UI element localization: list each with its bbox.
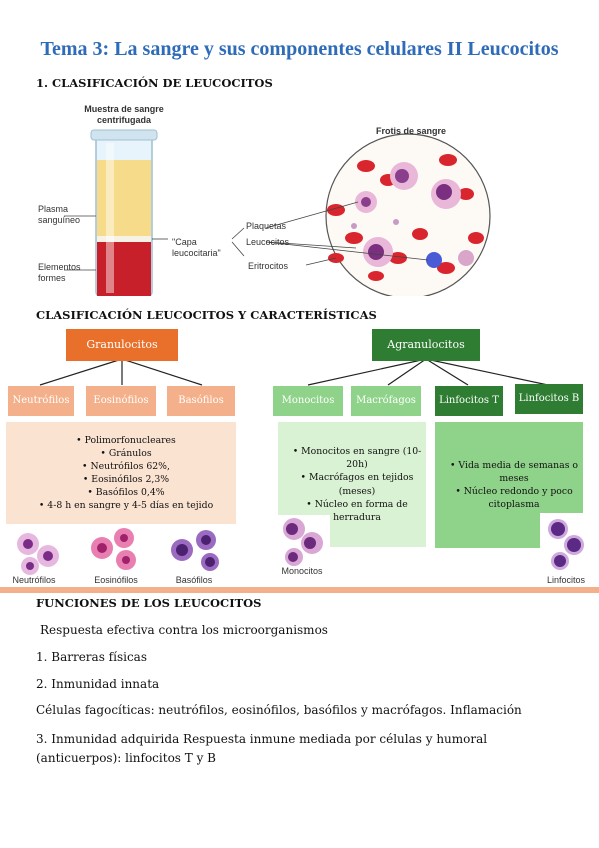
linfocitos-photos: Linfocitos: [540, 513, 588, 587]
gran-item: 4-8 h en sangre y 4-5 días en tejido: [39, 499, 213, 512]
linf-item: Vida media de semanas o meses: [449, 459, 579, 485]
funciones-p3: 2. Inmunidad innata: [36, 677, 160, 691]
gran-item: Basófilos 0,4%: [39, 486, 213, 499]
classification-diagram: Granulocitos Agranulocitos Neutrófilos E…: [0, 327, 599, 593]
mono-item: Macrófagos en tejidos (meses): [292, 471, 422, 497]
blood-smear-illustration: [325, 133, 491, 299]
photo-label-monocitos: Monocitos: [281, 566, 323, 576]
linfocitos-b-box: Linfocitos B: [515, 384, 583, 414]
label-leucocitos: Leucocitos: [246, 237, 290, 247]
section-heading-clasificacion: 1. CLASIFICACIÓN DE LEUCOCITOS: [36, 76, 273, 90]
basofilos-box: Basófilos: [167, 386, 235, 416]
mono-item: Núcleo en forma de herradura: [292, 498, 422, 524]
section-heading-caracteristicas: CLASIFICACIÓN LEUCOCITOS Y CARACTERÍSTIC…: [36, 308, 377, 322]
agranulocitos-box: Agranulocitos: [372, 329, 480, 361]
label-plaquetas: Plaquetas: [246, 221, 287, 231]
gran-item: Neutrófilos 62%,: [39, 460, 213, 473]
monocitos-photos: Monocitos: [278, 515, 330, 577]
page-title: Tema 3: La sangre y sus componentes celu…: [40, 38, 559, 60]
section-heading-funciones: FUNCIONES DE LOS LEUCOCITOS: [36, 596, 262, 610]
eosinofilos-box: Eosinófilos: [86, 386, 156, 416]
gran-item: Polimorfonucleares: [39, 434, 213, 447]
granulocitos-box: Granulocitos: [66, 329, 178, 361]
photo-label-neutrofilos: Neutrófilos: [12, 575, 56, 585]
neutrofilos-box: Neutrófilos: [8, 386, 74, 416]
funciones-p4: Células fagocíticas: neutrófilos, eosinó…: [36, 703, 522, 717]
linf-item: Núcleo redondo y poco citoplasma: [449, 485, 579, 511]
monocitos-box: Monocitos: [273, 386, 343, 416]
funciones-p1: Respuesta efectiva contra los microorgan…: [40, 623, 328, 637]
gran-item: Eosinófilos 2,3%: [39, 473, 213, 486]
photo-label-eosinofilos: Eosinófilos: [94, 575, 138, 585]
funciones-p2: 1. Barreras físicas: [36, 650, 147, 664]
gran-item: Gránulos: [39, 447, 213, 460]
granulocitos-characteristics: Polimorfonucleares Gránulos Neutrófilos …: [6, 422, 236, 524]
funciones-p5: 3. Inmunidad adquirida Respuesta inmune …: [36, 732, 488, 765]
photo-label-basofilos: Basófilos: [176, 575, 213, 585]
linfocitos-t-box: Linfocitos T: [435, 386, 503, 416]
label-frotis: Frotis de sangre: [376, 126, 446, 136]
photo-label-linfocitos: Linfocitos: [547, 575, 586, 585]
macrofagos-box: Macrófagos: [351, 386, 421, 416]
granulocitos-photos: Neutrófilos Eosinófilos Basófilos: [6, 524, 236, 586]
mono-item: Monocitos en sangre (10-20h): [292, 445, 422, 471]
label-eritrocitos: Eritrocitos: [248, 261, 289, 271]
centrifuge-tube-illustration: [90, 129, 158, 297]
